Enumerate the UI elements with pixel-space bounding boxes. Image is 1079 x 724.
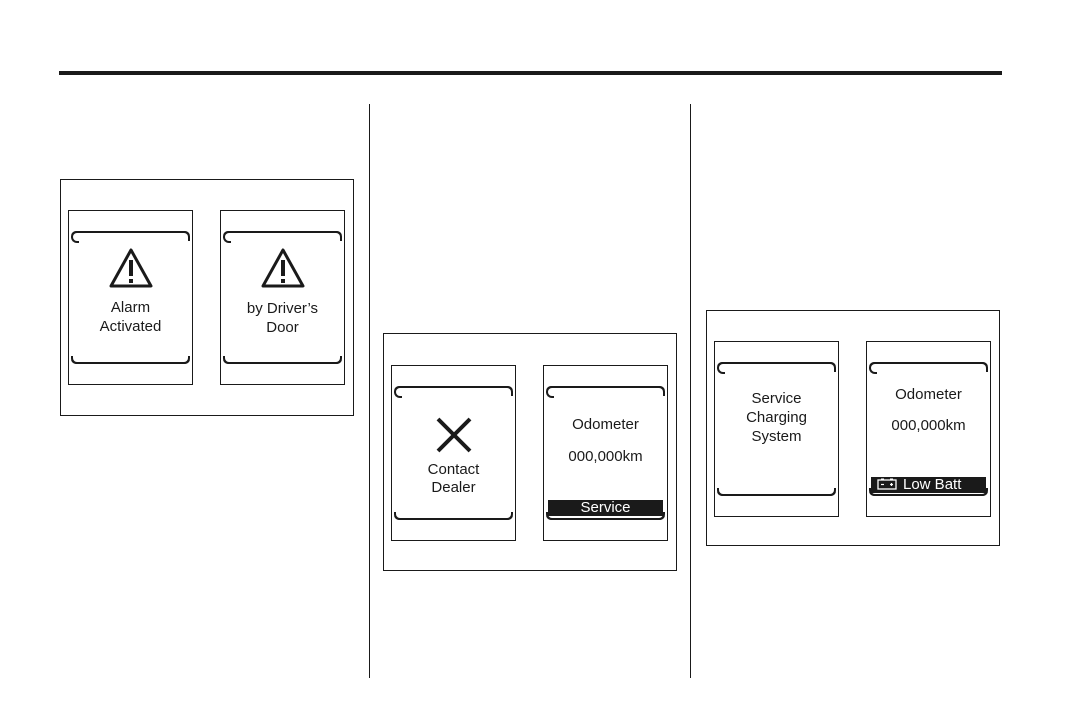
- driver-door-message-line1: by Driver’s: [223, 300, 342, 318]
- odometer-value: 000,000km: [546, 448, 665, 466]
- service-status-bar: Service: [548, 500, 663, 516]
- display-panel-driver-door: by Driver’s Door: [220, 210, 345, 385]
- display-screen: Service Charging System: [717, 362, 836, 496]
- odometer-label: Odometer: [869, 386, 988, 404]
- header-rule: [59, 71, 1002, 75]
- contact-dealer-line1: Contact: [394, 461, 513, 479]
- low-batt-status-bar: Low Batt: [871, 477, 986, 493]
- column-divider-left: [369, 104, 370, 678]
- figure-alarm-activated: Alarm Activated by Driver’s Door: [60, 179, 354, 416]
- alarm-message-line1: Alarm: [71, 299, 190, 317]
- display-screen: Alarm Activated: [71, 231, 190, 364]
- battery-icon: [877, 478, 897, 490]
- contact-dealer-line2: Dealer: [394, 479, 513, 497]
- service-charging-line3: System: [717, 428, 836, 446]
- display-screen: Odometer 000,000km Service: [546, 386, 665, 520]
- low-batt-label: Low Batt: [903, 476, 961, 493]
- column-divider-right: [690, 104, 691, 678]
- display-panel-service-charging: Service Charging System: [714, 341, 839, 517]
- odometer-value: 000,000km: [869, 417, 988, 435]
- display-screen: Odometer 000,000km Low Batt: [869, 362, 988, 496]
- odometer-label: Odometer: [546, 416, 665, 434]
- display-panel-odometer-service: Odometer 000,000km Service: [543, 365, 668, 541]
- display-screen: by Driver’s Door: [223, 231, 342, 364]
- figure-contact-dealer: Contact Dealer Odometer 000,000km Servic…: [383, 333, 677, 571]
- warning-triangle-icon: [108, 247, 154, 289]
- display-panel-odometer-low-batt: Odometer 000,000km Low Batt: [866, 341, 991, 517]
- x-icon: [434, 416, 474, 454]
- display-panel-alarm: Alarm Activated: [68, 210, 193, 385]
- display-screen: Contact Dealer: [394, 386, 513, 520]
- figure-service-charging: Service Charging System Odometer 000,000…: [706, 310, 1000, 546]
- service-charging-line2: Charging: [717, 409, 836, 427]
- display-panel-contact-dealer: Contact Dealer: [391, 365, 516, 541]
- alarm-message-line2: Activated: [71, 318, 190, 336]
- driver-door-message-line2: Door: [223, 319, 342, 337]
- service-charging-line1: Service: [717, 390, 836, 408]
- warning-triangle-icon: [260, 247, 306, 289]
